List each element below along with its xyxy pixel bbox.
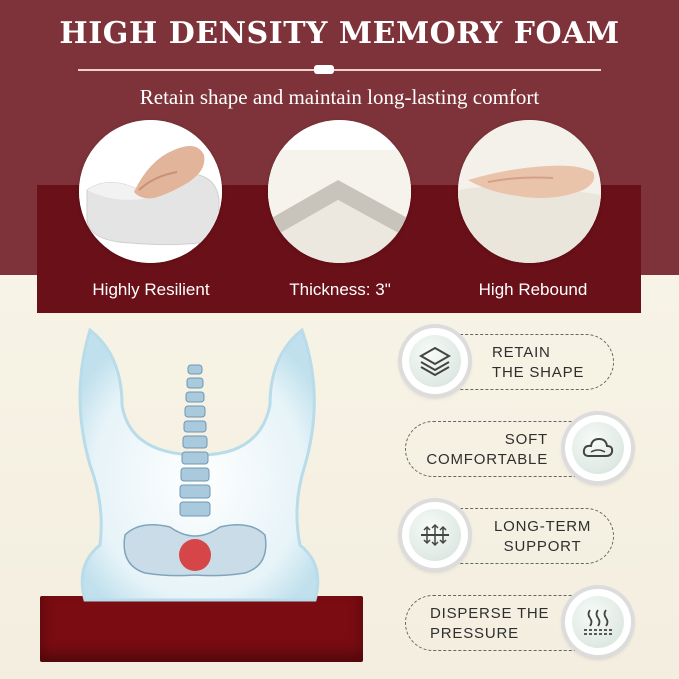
hand-on-foam-illustration — [458, 120, 601, 263]
foam-slab-illustration — [268, 120, 411, 263]
benefit-badge-pressure — [565, 589, 631, 655]
feature-label-rebound: High Rebound — [478, 280, 588, 299]
benefit-badge-support — [402, 502, 468, 568]
cloud-icon — [582, 437, 614, 457]
feature-image-resilient — [79, 120, 222, 263]
feature-image-thickness — [268, 120, 411, 263]
divider-ornament — [314, 65, 334, 74]
benefit-text-pressure: DISPERSE THE PRESSURE — [430, 605, 550, 642]
support-arrows-icon — [421, 523, 449, 547]
spine-illustration — [78, 327, 320, 602]
benefit-text-retain: RETAIN THE SHAPE — [492, 344, 585, 381]
layers-icon — [418, 346, 452, 377]
title-divider — [78, 69, 601, 71]
foam-press-illustration — [79, 120, 222, 263]
benefit-badge-retain — [402, 328, 468, 394]
feature-label-resilient: Highly Resilient — [92, 280, 210, 299]
feature-label-thickness: Thickness: 3" — [289, 280, 391, 299]
feature-image-rebound — [458, 120, 601, 263]
page-subtitle: Retain shape and maintain long-lasting c… — [139, 85, 540, 109]
page-title: HIGH DENSITY MEMORY FOAM — [59, 16, 620, 51]
heat-dispersion-icon — [584, 609, 612, 635]
seat-cushion — [40, 596, 363, 662]
benefit-badge-soft — [565, 415, 631, 481]
benefit-text-support: LONG-TERM SUPPORT — [494, 518, 592, 555]
benefit-text-soft: SOFT COMFORTABLE — [426, 431, 548, 468]
